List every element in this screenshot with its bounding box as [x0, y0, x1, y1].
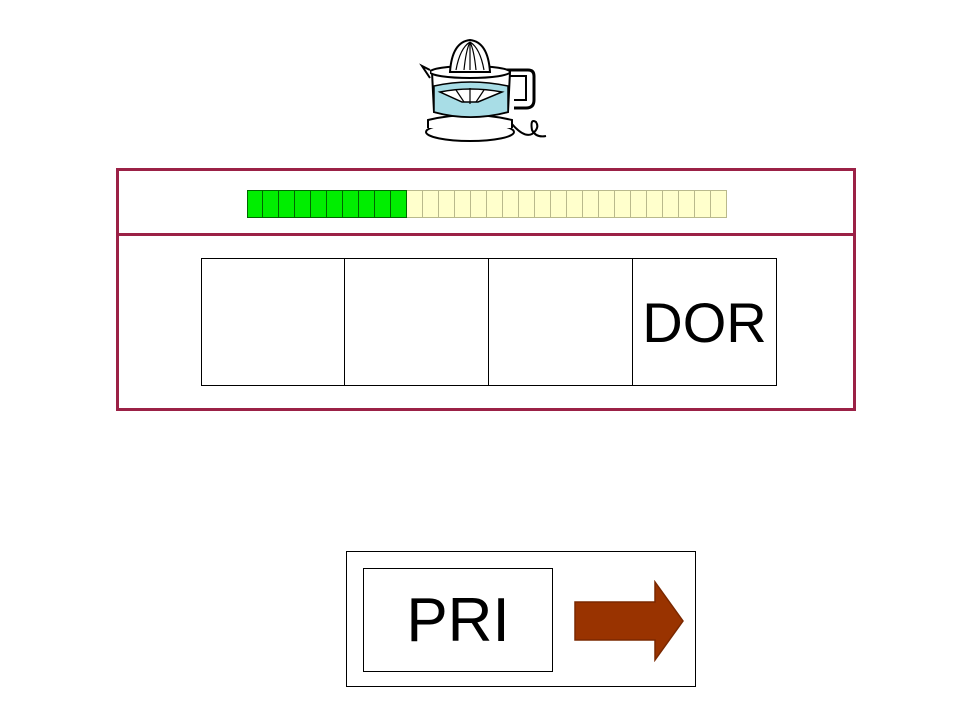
progress-segment-empty — [711, 190, 727, 218]
word-builder-panel: DOR — [116, 168, 856, 411]
progress-segment-filled — [263, 190, 279, 218]
progress-segment-empty — [551, 190, 567, 218]
progress-segment-filled — [327, 190, 343, 218]
progress-segment-empty — [615, 190, 631, 218]
progress-segment-empty — [567, 190, 583, 218]
progress-segment-filled — [343, 190, 359, 218]
syllable-slot-2[interactable] — [345, 258, 489, 386]
progress-bar — [247, 190, 729, 218]
progress-segment-filled — [375, 190, 391, 218]
progress-segment-empty — [583, 190, 599, 218]
progress-segment-filled — [295, 190, 311, 218]
progress-segment-empty — [519, 190, 535, 218]
progress-segment-empty — [439, 190, 455, 218]
progress-segment-filled — [247, 190, 263, 218]
progress-segment-empty — [599, 190, 615, 218]
progress-segment-empty — [647, 190, 663, 218]
progress-segment-filled — [359, 190, 375, 218]
progress-segment-empty — [471, 190, 487, 218]
progress-segment-empty — [631, 190, 647, 218]
progress-segment-empty — [423, 190, 439, 218]
syllable-choice-box: PRI — [346, 551, 696, 687]
progress-segment-empty — [503, 190, 519, 218]
progress-segment-empty — [695, 190, 711, 218]
progress-segment-empty — [679, 190, 695, 218]
progress-segment-empty — [663, 190, 679, 218]
panel-divider — [119, 233, 853, 236]
progress-segment-empty — [455, 190, 471, 218]
citrus-juicer-icon — [419, 38, 547, 142]
syllable-slots: DOR — [201, 258, 777, 386]
syllable-card[interactable]: PRI — [363, 568, 553, 672]
syllable-slot-4[interactable]: DOR — [633, 258, 777, 386]
right-arrow-icon[interactable] — [573, 580, 685, 662]
syllable-slot-1[interactable] — [201, 258, 345, 386]
progress-segment-filled — [279, 190, 295, 218]
progress-segment-filled — [311, 190, 327, 218]
progress-segment-empty — [407, 190, 423, 218]
progress-segment-filled — [391, 190, 407, 218]
syllable-slot-3[interactable] — [489, 258, 633, 386]
progress-segment-empty — [535, 190, 551, 218]
progress-segment-empty — [487, 190, 503, 218]
